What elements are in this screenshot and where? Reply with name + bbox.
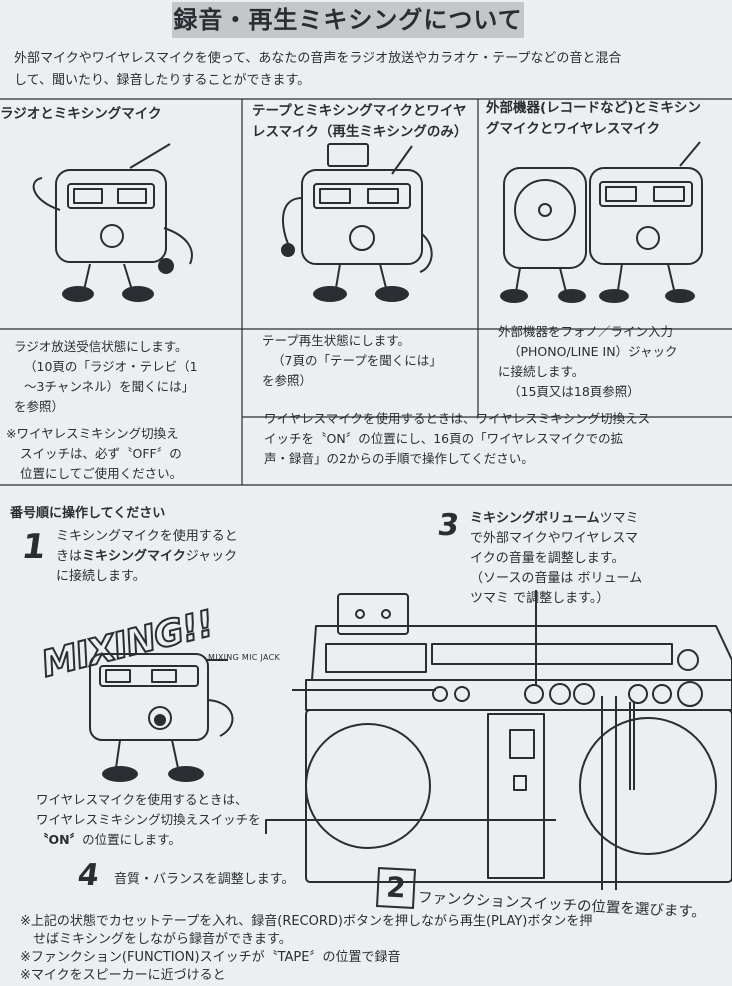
mixing-character-illustration <box>89 653 234 782</box>
column-1-description: ラジオ放送受信状態にします。 （10頁の「ラジオ・テレビ（1 ～3チャンネル）を… <box>14 339 198 414</box>
column-2-header: テープとミキシングマイクとワイヤ レスマイク（再生ミキシングのみ） <box>252 103 468 140</box>
footnote-1: ※上記の状態でカセットテープを入れ、録音(RECORD)ボタンを押しながら再生(… <box>20 914 593 929</box>
steps-heading: 番号順に操作してください <box>10 506 166 521</box>
mixing-mic-jack-label: MIXING MIC JACK <box>208 653 281 662</box>
step-3-text: ミキシングボリュームツマミ で外部マイクやワイヤレスマ イクの音量を調整します。… <box>470 511 643 606</box>
mixing-table-grid <box>0 98 732 486</box>
wireless-mic-box-text: ワイヤレスマイクを使用するときは、ワイヤレスミキシング切換えス イッチを〝ON〞… <box>264 411 651 466</box>
step-4-number: 4 <box>75 858 102 893</box>
column-1-note: ※ワイヤレスミキシング切換え スイッチは、必ず〝OFF〞の 位置にしてご使用くだ… <box>6 426 183 481</box>
step-2-number: 2 <box>375 867 417 909</box>
record-player-characters-illustration <box>500 141 703 303</box>
footnote-2: ※ファンクション(FUNCTION)スイッチが〝TAPE〞の位置で録音 <box>20 950 401 965</box>
intro-line-2: して、聞いたり、録音したりすることができます。 <box>14 73 311 88</box>
footnote-3: ※マイクをスピーカーに近づけると <box>20 968 226 983</box>
column-3-description: 外部機器をフォノ／ライン入力 （PHONO/LINE IN）ジャック に接続しま… <box>498 324 678 399</box>
intro-line-1: 外部マイクやワイヤレスマイクを使って、あなたの音声をラジオ放送やカラオケ・テープ… <box>14 51 622 66</box>
tape-character-illustration <box>281 143 433 302</box>
column-2-description: テープ再生状態にします。 （7頁の「テープを聞くには」 を参照） <box>262 333 442 388</box>
wireless-switch-note: ワイヤレスマイクを使用するときは、 ワイヤレスミキシング切換えスイッチを 〝ON… <box>36 792 261 847</box>
intro-text: 外部マイクやワイヤレスマイクを使って、あなたの音声をラジオ放送やカラオケ・テープ… <box>14 48 714 92</box>
page-title: 録音・再生ミキシングについて <box>172 2 524 38</box>
radio-character-illustration <box>32 143 193 302</box>
column-3-header: 外部機器(レコードなど)とミキシン グマイクとワイヤレスマイク <box>486 100 701 137</box>
column-1-header: ラジオとミキシングマイク <box>0 106 162 122</box>
footnote-1-continued: せばミキシングをしながら録音ができます。 <box>20 932 292 947</box>
step-3-number: 3 <box>435 508 462 543</box>
boombox-illustration <box>265 590 732 890</box>
step-4-text: 音質・バランスを調整します。 <box>114 872 295 887</box>
step-1-text: ミキシングマイクを使用すると きはミキシングマイクジャック に接続します。 <box>56 529 238 584</box>
step-1-number: 1 <box>19 527 49 567</box>
